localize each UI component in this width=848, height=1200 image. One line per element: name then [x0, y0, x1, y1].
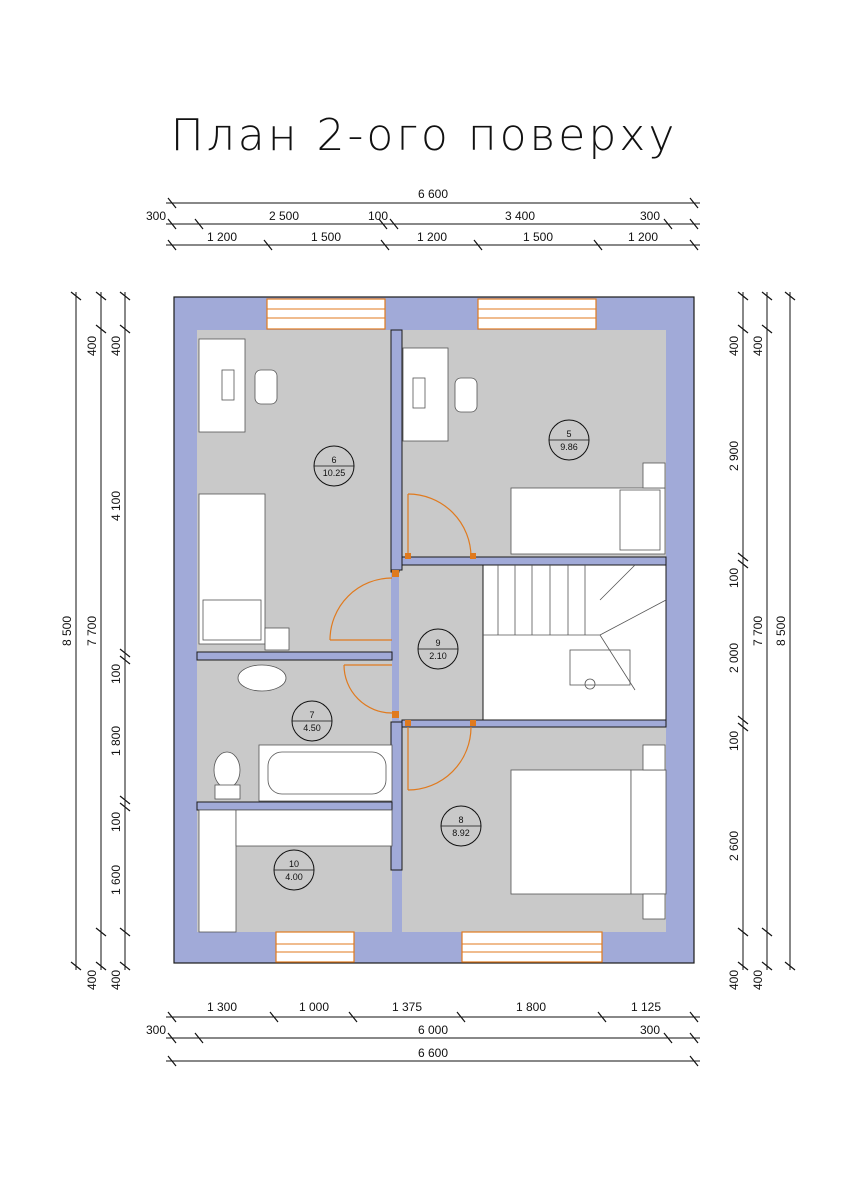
dim-bottom-row1: 1 000: [299, 1000, 329, 1014]
plan-title: План 2-ого поверху: [171, 110, 678, 161]
door-room-5: [405, 493, 476, 559]
dim-right-chain: 2 900: [727, 441, 741, 471]
dim-left-total: 8 500: [60, 616, 74, 646]
dim-top-row3: 1 200: [628, 230, 658, 244]
furniture-room-10: [198, 809, 393, 933]
dim-left-chain: 100: [109, 664, 123, 684]
room-number: 9: [435, 638, 440, 648]
door-room-8: [405, 720, 476, 791]
room-9-floor: [399, 565, 483, 720]
dim-right-chain: 400: [727, 970, 741, 990]
dim-bottom-row1: 1 300: [207, 1000, 237, 1014]
dim-right-chain: 2 000: [727, 643, 741, 673]
dim-top-row3: 1 500: [311, 230, 341, 244]
room-label-10: 10 4.00: [273, 849, 315, 891]
furniture-room-7: [213, 664, 393, 802]
dim-top-row2: 300: [640, 209, 660, 223]
door-room-6: [329, 570, 399, 641]
dim-right-extra: 400: [751, 970, 765, 990]
room-number: 8: [458, 815, 463, 825]
room-label-9: 9 2.10: [417, 628, 459, 670]
dim-right-chain: 2 600: [727, 831, 741, 861]
room-label-6: 6 10.25: [313, 445, 355, 487]
room-area: 4.00: [285, 872, 303, 882]
dim-bottom-row2: 300: [640, 1023, 660, 1037]
furniture-room-5: [402, 347, 666, 555]
stair-area: [482, 564, 667, 721]
dim-bottom-row2: 300: [146, 1023, 166, 1037]
building: [173, 296, 695, 964]
window-bottom-right: [461, 931, 603, 963]
dim-top-row2: 2 500: [269, 209, 299, 223]
dim-bottom-total: 6 600: [418, 1046, 448, 1060]
door-room-7: [343, 664, 399, 718]
staircase: [483, 564, 667, 691]
window-bottom-left: [275, 931, 355, 963]
room-number: 10: [289, 859, 299, 869]
furniture-room-8: [510, 744, 667, 920]
room-area: 4.50: [303, 723, 321, 733]
dim-right-chain: 100: [727, 731, 741, 751]
furniture-room-6: [198, 338, 290, 651]
dim-right-total: 8 500: [774, 616, 788, 646]
dim-top-row2: 100: [368, 209, 388, 223]
dim-right-chain: 400: [727, 336, 741, 356]
dim-bottom-row1: 1 800: [516, 1000, 546, 1014]
dim-top-row3: 1 200: [207, 230, 237, 244]
dim-left-chain: 400: [109, 336, 123, 356]
dim-right-inner: 7 700: [751, 616, 765, 646]
room-number: 5: [566, 429, 571, 439]
dim-top-row3: 1 500: [523, 230, 553, 244]
dim-left-inner: 7 700: [85, 616, 99, 646]
left-dimensions: 8 500 7 700 400 400 400 4 100 100 1 800 …: [60, 291, 131, 990]
room-area: 10.25: [323, 468, 346, 478]
room-label-5: 5 9.86: [548, 419, 590, 461]
dim-bottom-row1: 1 375: [392, 1000, 422, 1014]
dim-top-row2: 300: [146, 209, 166, 223]
room-area: 2.10: [429, 651, 447, 661]
dim-top-row3: 1 200: [417, 230, 447, 244]
dim-left-chain: 100: [109, 812, 123, 832]
dim-top-row2: 3 400: [505, 209, 535, 223]
bottom-dimensions: 1 300 1 000 1 375 1 800 1 125 300 6 000 …: [146, 1000, 700, 1067]
dim-right-chain: 100: [727, 568, 741, 588]
room-label-8: 8 8.92: [440, 805, 482, 847]
dim-bottom-row1: 1 125: [631, 1000, 661, 1014]
window-top-left: [266, 298, 386, 330]
top-dimensions: 6 600 300 2 500 100 3 400 300 1 200 1 50…: [146, 187, 700, 251]
room-number: 6: [331, 455, 336, 465]
room-number: 7: [309, 710, 314, 720]
dim-top-total: 6 600: [418, 187, 448, 201]
room-area: 9.86: [560, 442, 578, 452]
room-label-7: 7 4.50: [291, 700, 333, 742]
dim-left-extra: 400: [85, 970, 99, 990]
right-dimensions: 400 2 900 100 2 000 100 2 600 400 400 40…: [727, 291, 796, 990]
dim-right-extra: 400: [751, 336, 765, 356]
room-area: 8.92: [452, 828, 470, 838]
dim-bottom-row2: 6 000: [418, 1023, 448, 1037]
dim-left-chain: 400: [109, 970, 123, 990]
dim-left-chain: 1 800: [109, 726, 123, 756]
dim-left-chain: 1 600: [109, 865, 123, 895]
dim-left-extra: 400: [85, 336, 99, 356]
dim-left-chain: 4 100: [109, 491, 123, 521]
window-top-right: [477, 298, 597, 330]
